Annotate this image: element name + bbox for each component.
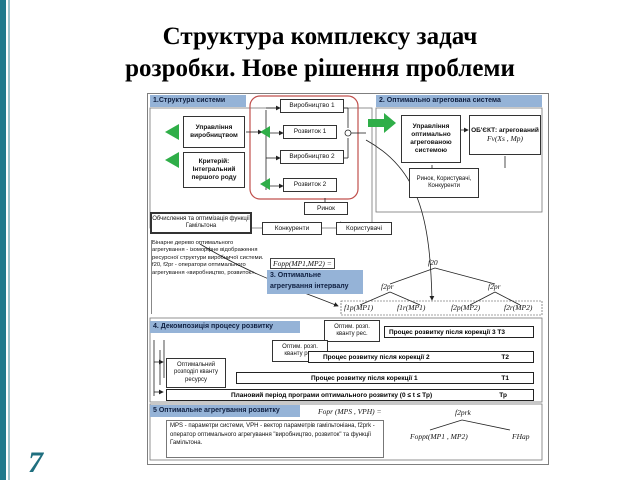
development1-box: Розвиток 1	[283, 125, 337, 139]
slide-title-line2: розробки. Нове рішення проблеми	[125, 55, 515, 82]
object-title: ОБ'ЄКТ: агрегований	[471, 127, 539, 134]
object-box: ОБ'ЄКТ: агрегований Fv(Xs , Mp)	[469, 115, 541, 155]
green-arrow-icon	[260, 126, 270, 138]
competitors-box: Конкуренти	[262, 222, 322, 235]
calc-hamilton-box: Обчислення та оптимізація функції Гаміль…	[150, 212, 252, 234]
bar-tp-tag: Тр	[499, 391, 507, 399]
page-number: 7	[28, 446, 43, 479]
optimal-management-box: Управління оптимально агрегованою систем…	[401, 115, 461, 163]
criterion-box: Критерій: Інтегральний першого роду	[183, 152, 245, 188]
bar-tp: Плановий період програми оптимального ро…	[166, 389, 534, 401]
green-arrow-icon	[260, 178, 270, 190]
fhap-label: FHap	[512, 432, 530, 441]
market-box: Ринок	[304, 202, 348, 215]
binary-tree-note: Бінарне дерево оптимального агрегування …	[151, 240, 266, 314]
leaf-f1p: f1p(MP1)	[344, 303, 374, 312]
fopp-formula: Fopp(MP1,MP2) =	[270, 258, 335, 269]
market-group-box: Ринок, Користувачі, Конкуренти	[409, 168, 479, 198]
f2prk-label: f2prk	[455, 408, 471, 417]
leaf-f1r: f1r(MP1)	[397, 303, 426, 312]
users-box: Користувачі	[336, 222, 392, 235]
bar-t1-tag: Т1	[501, 374, 509, 382]
development2-box: Розвиток 2	[283, 178, 337, 192]
production1-box: Виробництво 1	[280, 99, 344, 113]
section1-header: 1.Структура системи	[150, 95, 246, 107]
bar-t2: Процес розвитку після корекції 2 Т2	[308, 351, 534, 363]
foppt-formula: Foppt(MP1 , MP2)	[410, 432, 468, 441]
leaf-f2r: f2r(MP2)	[504, 303, 533, 312]
section4-header: 4. Декомпозиція процесу розвитку	[150, 321, 300, 333]
f20-label: f20	[428, 258, 438, 267]
section5-header: 5 Оптимальне агрегування розвитку	[150, 405, 300, 417]
green-arrow-icon	[165, 152, 179, 168]
bar-t2-label: Процес розвитку після корекції 2	[323, 353, 430, 361]
f2pr-right-label: f2pr	[488, 282, 501, 291]
bar-t3: Процес розвитку після корекції 3 Т3	[384, 326, 534, 338]
opt-dist-box-1: Оптим. розп. кванту рес.	[324, 320, 380, 342]
fopr-formula: Fopr (MPS , VPH) =	[318, 407, 382, 416]
green-arrow-right-icon	[368, 113, 396, 133]
green-arrow-icon	[165, 124, 179, 140]
slide-title-line1: Структура комплексу задач	[162, 23, 478, 50]
left-accent-thin	[8, 0, 10, 480]
section2-header: 2. Оптимально агрегована система	[376, 95, 542, 107]
left-accent-bar	[0, 0, 6, 480]
bottom-note-box: MPS - параметри системи, VPH - вектор па…	[166, 420, 384, 458]
opt-dist-box-3: Оптимальний розподіл кванту ресурсу	[166, 358, 226, 388]
management-box: Управління виробництвом	[183, 116, 245, 148]
section3-header: 3. Оптимальне агрегування інтервалу	[267, 270, 363, 294]
bar-t1: Процес розвитку після корекції 1 Т1	[236, 372, 534, 384]
leaf-f2p: f2p(MP2)	[451, 303, 481, 312]
bar-tp-label: Плановий період програми оптимального ро…	[231, 391, 433, 399]
bar-t1-label: Процес розвитку після корекції 1	[311, 374, 418, 382]
object-formula: Fv(Xs , Mp)	[486, 134, 524, 143]
bar-t2-tag: Т2	[501, 353, 509, 361]
f2pr-left-label: f2pr	[381, 282, 394, 291]
production2-box: Виробництво 2	[280, 150, 344, 164]
